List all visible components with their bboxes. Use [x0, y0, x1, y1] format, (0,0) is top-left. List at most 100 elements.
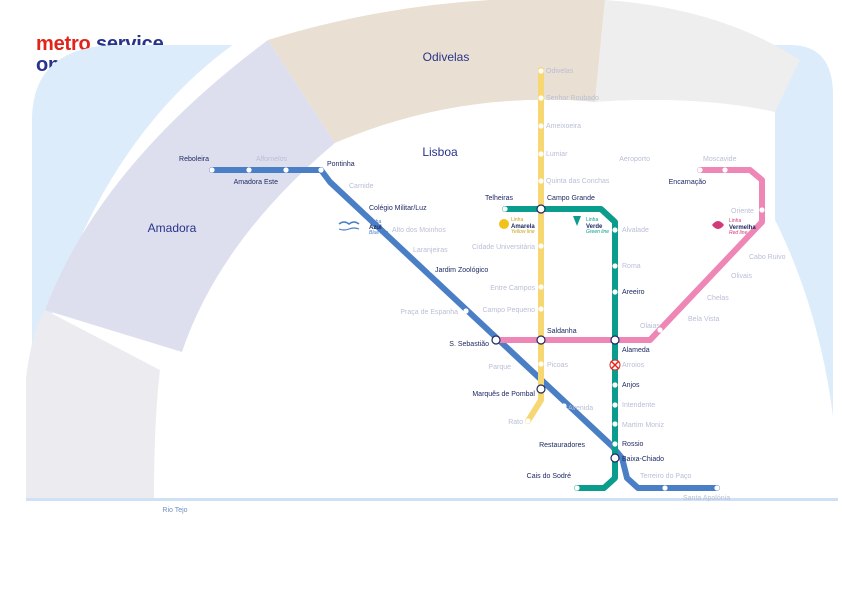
station-martim-moniz[interactable]: Martim Moniz	[622, 422, 665, 429]
station-rossio[interactable]: Rossio	[622, 441, 644, 448]
dot-amadora-este[interactable]	[246, 167, 252, 173]
dot-jardim-zoologico[interactable]	[429, 267, 435, 273]
station-restauradores[interactable]: Restauradores	[539, 442, 585, 449]
dot-colegio-militar[interactable]	[365, 207, 371, 213]
seagull-icon	[338, 221, 360, 225]
dot-rossio[interactable]	[612, 441, 618, 447]
dot-anjos[interactable]	[612, 382, 618, 388]
dot-aeroporto[interactable]	[697, 167, 703, 173]
station-quinta-das-conchas[interactable]: Quinta das Conchas	[546, 178, 610, 185]
station-baixa-chiado[interactable]: Baixa-Chiado	[622, 456, 664, 463]
dot-areeiro[interactable]	[612, 289, 618, 295]
station-olivais[interactable]: Olivais	[731, 273, 753, 280]
station-chelas[interactable]: Chelas	[707, 295, 729, 302]
station-picoas[interactable]: Picoas	[547, 362, 569, 369]
station-alfornelos[interactable]: Alfornelos	[256, 156, 288, 163]
station-oriente[interactable]: Oriente	[731, 208, 754, 215]
station-carnide[interactable]: Carnide	[349, 183, 374, 190]
marker-saldanha[interactable]	[536, 335, 546, 345]
river-band	[26, 498, 838, 501]
dot-lumiar[interactable]	[538, 151, 544, 157]
station-senhor-roubado[interactable]: Senhor Roubado	[546, 95, 599, 102]
station-alvalade[interactable]: Alvalade	[622, 227, 649, 234]
marker-marques-de-pombal[interactable]	[536, 384, 546, 394]
station-santa-apolonia[interactable]: Santa Apolónia	[683, 495, 730, 502]
station-s-sebastiao[interactable]: S. Sebastião	[449, 341, 489, 348]
station-areeiro[interactable]: Areeiro	[622, 289, 645, 296]
station-jardim-zoologico[interactable]: Jardim Zoológico	[435, 267, 488, 274]
dot-parque[interactable]	[514, 364, 520, 370]
station-entre-campos[interactable]: Entre Campos	[490, 285, 535, 292]
station-marques-de-pombal[interactable]: Marquês de Pombal	[472, 391, 535, 398]
station-pontinha[interactable]: Pontinha	[327, 161, 355, 168]
station-praca-de-espanha[interactable]: Praça de Espanha	[400, 309, 458, 316]
station-roma[interactable]: Roma	[622, 263, 641, 270]
dot-avenida[interactable]	[561, 403, 567, 409]
station-olaias[interactable]: Olaias	[640, 323, 660, 330]
dot-intendente[interactable]	[612, 402, 618, 408]
station-terreiro-do-paco[interactable]: Terreiro do Paço	[640, 473, 691, 480]
station-alto-dos-moinhos[interactable]: Alto dos Moinhos	[392, 227, 446, 234]
station-parque[interactable]: Parque	[488, 364, 511, 371]
station-rato[interactable]: Rato	[508, 419, 523, 426]
marker-campo-grande[interactable]	[536, 204, 546, 214]
dot-cais-do-sodre[interactable]	[574, 485, 580, 491]
dot-santa-apolonia[interactable]	[714, 485, 720, 491]
marker-s-sebastiao[interactable]	[491, 335, 501, 345]
station-avenida[interactable]: Avenida	[568, 405, 593, 412]
dot-alvalade[interactable]	[612, 227, 618, 233]
marker-baixa-chiado[interactable]	[610, 453, 620, 463]
station-campo-pequeno[interactable]: Campo Pequeno	[482, 307, 535, 314]
station-campo-grande[interactable]: Campo Grande	[547, 195, 595, 202]
dot-campo-pequeno[interactable]	[538, 306, 544, 312]
station-encarnacao[interactable]: Encarnação	[669, 179, 706, 186]
dot-entre-campos[interactable]	[538, 284, 544, 290]
dot-odivelas[interactable]	[538, 68, 544, 74]
station-saldanha[interactable]: Saldanha	[547, 328, 577, 335]
station-intendente[interactable]: Intendente	[622, 402, 655, 409]
dot-picoas[interactable]	[538, 361, 544, 367]
station-anjos[interactable]: Anjos	[622, 382, 640, 389]
station-ameixoeira[interactable]: Ameixoeira	[546, 123, 581, 130]
station-lumiar[interactable]: Lumiar	[546, 151, 568, 158]
dot-rato[interactable]	[525, 418, 531, 424]
station-bela-vista[interactable]: Bela Vista	[688, 316, 719, 323]
dot-laranjeiras[interactable]	[408, 247, 414, 253]
dot-olaias[interactable]	[657, 327, 663, 333]
dot-martim-moniz[interactable]	[612, 421, 618, 427]
dot-oriente[interactable]	[759, 207, 765, 213]
dot-cidade-universitaria[interactable]	[538, 243, 544, 249]
dot-bela-vista[interactable]	[687, 315, 693, 321]
dot-chelas[interactable]	[709, 293, 715, 299]
dot-reboleira[interactable]	[209, 167, 215, 173]
station-arroios[interactable]: Arroios	[622, 362, 645, 369]
dot-telheiras[interactable]	[502, 206, 508, 212]
station-reboleira[interactable]: Reboleira	[179, 156, 209, 163]
dot-terreiro-do-paco[interactable]	[662, 485, 668, 491]
station-cais-do-sodre[interactable]: Cais do Sodré	[527, 473, 571, 480]
dot-pontinha[interactable]	[318, 167, 324, 173]
station-telheiras[interactable]: Telheiras	[485, 195, 514, 202]
station-amadora-este[interactable]: Amadora Este	[234, 179, 278, 186]
station-laranjeiras[interactable]: Laranjeiras	[413, 247, 448, 254]
station-moscavide[interactable]: Moscavide	[703, 156, 737, 163]
dot-senhor-roubado[interactable]	[538, 95, 544, 101]
dot-carnide[interactable]	[342, 184, 348, 190]
dot-restauradores[interactable]	[587, 441, 593, 447]
dot-praca-de-espanha[interactable]	[463, 308, 469, 314]
dot-ameixoeira[interactable]	[538, 123, 544, 129]
dot-cabo-ruivo[interactable]	[752, 253, 758, 259]
station-cidade-universitaria[interactable]: Cidade Universitária	[472, 244, 535, 251]
station-colegio-militar[interactable]: Colégio Militar/Luz	[369, 205, 427, 212]
dot-quinta-das-conchas[interactable]	[538, 178, 544, 184]
dot-alfornelos[interactable]	[283, 167, 289, 173]
station-alameda[interactable]: Alameda	[622, 347, 650, 354]
station-odivelas[interactable]: Odivelas	[546, 68, 574, 75]
dot-roma[interactable]	[612, 263, 618, 269]
dot-alto-dos-moinhos[interactable]	[387, 227, 393, 233]
marker-alameda[interactable]	[610, 335, 620, 345]
station-cabo-ruivo[interactable]: Cabo Ruivo	[749, 254, 786, 261]
station-aeroporto[interactable]: Aeroporto	[619, 156, 650, 163]
dot-encarnacao[interactable]	[722, 167, 728, 173]
dot-olivais[interactable]	[728, 273, 734, 279]
